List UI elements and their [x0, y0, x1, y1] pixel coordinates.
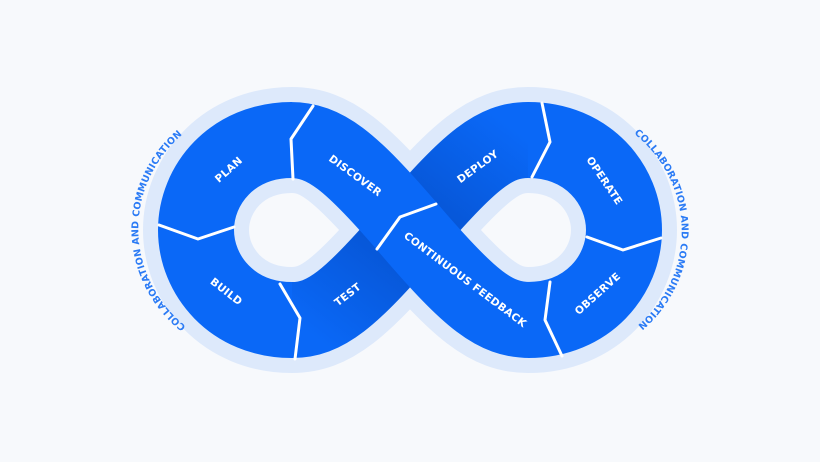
band-right-loop [525, 102, 663, 358]
divider-discover-feedback [375, 202, 438, 251]
divider-plan-discover [289, 104, 315, 181]
divider-feedback-observe [543, 280, 564, 358]
band-left-loop [157, 102, 295, 358]
divider-operate-observe [585, 235, 663, 252]
divider-build-test [278, 282, 302, 361]
band-discover-feedback [288, 102, 532, 358]
divider-plan-build [157, 223, 236, 241]
divider-deploy-operate [530, 101, 552, 179]
